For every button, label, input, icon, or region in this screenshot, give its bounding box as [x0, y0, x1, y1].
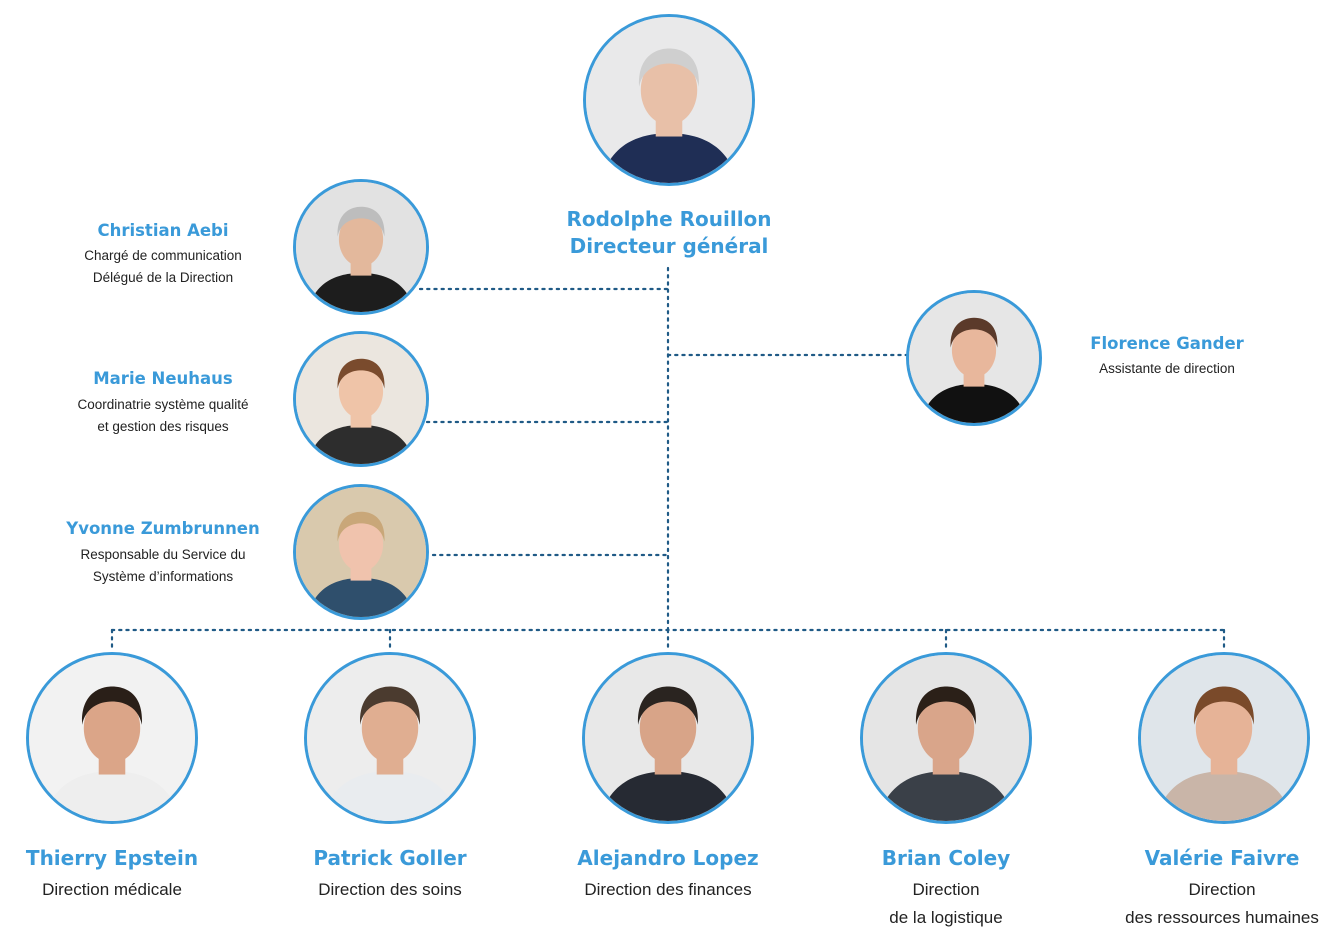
director-role-valerie-1: Direction: [1188, 880, 1256, 899]
staff-role-christian-2: Délégué de la Direction: [92, 270, 234, 285]
ceo-title: Directeur général: [569, 234, 769, 258]
ceo-name: Rodolphe Rouillon: [566, 207, 772, 231]
portrait-silhouette: [296, 334, 426, 464]
portrait-silhouette: [585, 655, 751, 821]
staff-role-christian-1: Chargé de communication: [84, 248, 242, 263]
staff-name-christian: Christian Aebi: [97, 221, 229, 240]
staff-role-marie-2: et gestion des risques: [97, 419, 229, 434]
portrait-silhouette: [909, 293, 1039, 423]
staff-role-marie-1: Coordinatrie système qualité: [77, 397, 249, 412]
photo-florence: [906, 290, 1042, 426]
director-name-alejandro: Alejandro Lopez: [577, 846, 759, 870]
director-name-brian: Brian Coley: [881, 846, 1011, 870]
photo-yvonne: [293, 484, 429, 620]
photo-brian: [860, 652, 1032, 824]
portrait-silhouette: [586, 17, 752, 183]
director-role-valerie-2: des ressources humaines: [1125, 908, 1319, 927]
director-name-patrick: Patrick Goller: [313, 846, 467, 870]
portrait-silhouette: [29, 655, 195, 821]
staff-role-yvonne-2: Système d’informations: [92, 569, 234, 584]
photo-thierry: [26, 652, 198, 824]
photo-marie: [293, 331, 429, 467]
director-role-brian-1: Direction: [912, 880, 980, 899]
photo-rodolphe: [583, 14, 755, 186]
director-role-brian-2: de la logistique: [889, 908, 1003, 927]
staff-name-marie: Marie Neuhaus: [93, 369, 233, 388]
staff-role-florence-1: Assistante de direction: [1099, 361, 1235, 376]
photo-alejandro: [582, 652, 754, 824]
staff-name-yvonne: Yvonne Zumbrunnen: [66, 519, 260, 538]
portrait-silhouette: [1141, 655, 1307, 821]
director-name-valerie: Valérie Faivre: [1144, 846, 1300, 870]
portrait-silhouette: [296, 182, 426, 312]
director-name-thierry: Thierry Epstein: [25, 846, 199, 870]
photo-patrick: [304, 652, 476, 824]
portrait-silhouette: [296, 487, 426, 617]
staff-role-yvonne-1: Responsable du Service du: [80, 547, 246, 562]
portrait-silhouette: [863, 655, 1029, 821]
staff-name-florence: Florence Gander: [1090, 334, 1244, 353]
photo-valerie: [1138, 652, 1310, 824]
director-role-patrick-1: Direction des soins: [318, 880, 462, 899]
director-role-thierry-1: Direction médicale: [42, 880, 182, 899]
portrait-silhouette: [307, 655, 473, 821]
director-role-alejandro-1: Direction des finances: [584, 880, 752, 899]
photo-christian: [293, 179, 429, 315]
